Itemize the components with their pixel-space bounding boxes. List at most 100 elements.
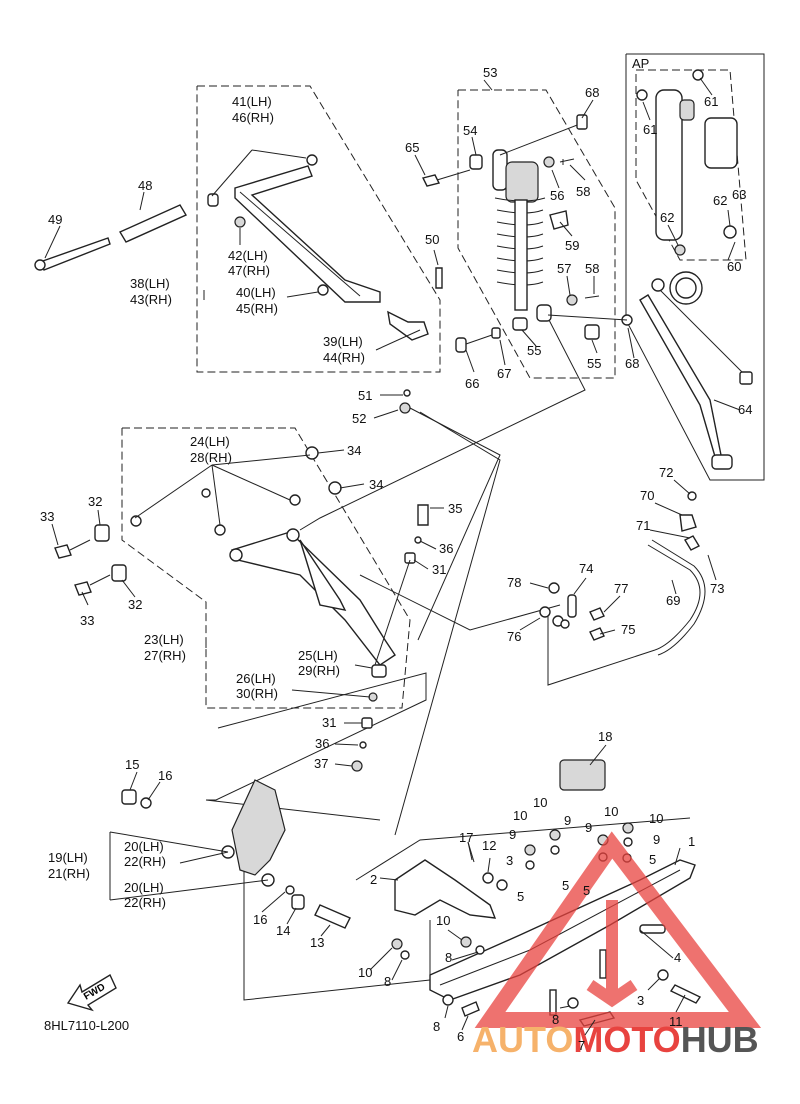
callout-label-55a: 55 [527, 343, 541, 358]
callout-label-7: 7 [578, 1038, 585, 1053]
shock-absorber [492, 114, 588, 322]
callout-label-77: 77 [614, 581, 628, 596]
callout-label-59: 59 [565, 238, 579, 253]
callout-label-45: 45(RH) [236, 301, 278, 316]
callout-label-21: 21(RH) [48, 866, 90, 881]
callout-label-22a: 22(RH) [124, 854, 166, 869]
callout-label-24: 24(LH) [190, 434, 230, 449]
callout-label-5c: 5 [649, 852, 656, 867]
upper-arm-group-box [196, 85, 441, 373]
callout-label-1: 1 [688, 834, 695, 849]
connect-line-4 [359, 574, 561, 631]
callout-label-32a: 32 [88, 494, 102, 509]
callout-label-10d: 10 [649, 811, 663, 826]
callout-label-44: 44(RH) [323, 350, 365, 365]
callout-label-55b: 55 [587, 356, 601, 371]
svg-text:AUTOMOTOHUB: AUTOMOTOHUB [472, 1019, 759, 1060]
diagram-code: 8HL7110-L200 [44, 1018, 129, 1033]
kit-label: AP [632, 56, 649, 71]
callout-label-36a: 36 [439, 541, 453, 556]
callout-label-46: 46(RH) [232, 110, 274, 125]
callout-label-8a: 8 [445, 950, 452, 965]
callout-label-2: 2 [370, 872, 377, 887]
callout-label-4: 4 [674, 950, 681, 965]
callout-label-61b: 61 [643, 122, 657, 137]
ap-shock-kit [636, 69, 753, 470]
callout-label-36b: 36 [315, 736, 329, 751]
callout-label-48: 48 [138, 178, 152, 193]
callout-label-66: 66 [465, 376, 479, 391]
callout-label-10a: 10 [513, 808, 527, 823]
callout-label-19: 19(LH) [48, 850, 88, 865]
callout-label-11: 11 [669, 1014, 683, 1029]
callout-label-5b: 5 [562, 878, 569, 893]
callout-label-9b: 9 [564, 813, 571, 828]
upper-a-arm [34, 154, 443, 414]
callout-label-8c: 8 [433, 1019, 440, 1034]
callout-label-71: 71 [636, 518, 650, 533]
callout-label-25: 25(LH) [298, 648, 338, 663]
callout-label-9d: 9 [653, 832, 660, 847]
watermark-part-3: HUB [681, 1019, 759, 1060]
callout-label-67: 67 [497, 366, 511, 381]
lower-a-arm [54, 446, 429, 772]
ap-inner-box [635, 69, 747, 261]
callout-label-16b: 16 [253, 912, 267, 927]
callout-label-26: 26(LH) [236, 671, 276, 686]
callout-label-38: 38(LH) [130, 276, 170, 291]
watermark-part-2: MOTO [573, 1019, 680, 1060]
callout-label-72: 72 [659, 465, 673, 480]
watermark-logo: AUTOMOTOHUB [472, 831, 762, 1060]
lower-arm-group-box [121, 427, 411, 709]
connect-line-2 [394, 411, 501, 836]
callout-label-63: 63 [732, 187, 746, 202]
callout-label-8d: 8 [552, 1012, 559, 1027]
callout-label-16a: 16 [158, 768, 172, 783]
callout-label-17: 17 [459, 830, 473, 845]
callout-label-15: 15 [125, 757, 139, 772]
callout-label-20b: 20(LH) [124, 880, 164, 895]
connect-line-5 [547, 615, 656, 686]
callout-label-58b: 58 [585, 261, 599, 276]
ski [391, 759, 702, 1027]
watermark-part-1: AUTO [472, 1019, 573, 1060]
callout-label-27: 27(RH) [144, 648, 186, 663]
callout-label-28: 28(RH) [190, 450, 232, 465]
callout-label-34a: 34 [347, 443, 361, 458]
callout-label-13: 13 [310, 935, 324, 950]
callout-label-10c: 10 [604, 804, 618, 819]
callout-label-23: 23(LH) [144, 632, 184, 647]
ski-spindle [121, 779, 351, 929]
connect-line-9 [355, 817, 691, 881]
callout-label-33a: 33 [40, 509, 54, 524]
connect-line-7 [205, 799, 381, 821]
callout-label-62a: 62 [713, 193, 727, 208]
ap-kit-box [625, 53, 765, 481]
callout-label-47: 47(RH) [228, 263, 270, 278]
callout-label-32b: 32 [128, 597, 142, 612]
callout-label-37: 37 [314, 756, 328, 771]
callout-label-74: 74 [579, 561, 593, 576]
callout-label-9c: 9 [585, 820, 592, 835]
connect-line-6 [206, 672, 427, 801]
callout-label-50: 50 [425, 232, 439, 247]
callout-label-20a: 20(LH) [124, 839, 164, 854]
callout-label-3a: 3 [506, 853, 513, 868]
callout-label-54: 54 [463, 123, 477, 138]
callout-label-49: 49 [48, 212, 62, 227]
callout-label-78: 78 [507, 575, 521, 590]
callout-label-10b: 10 [533, 795, 547, 810]
callout-label-68b: 68 [625, 356, 639, 371]
callout-label-35: 35 [448, 501, 462, 516]
callout-label-64: 64 [738, 402, 752, 417]
callout-label-58a: 58 [576, 184, 590, 199]
callout-label-14: 14 [276, 923, 290, 938]
callout-label-22b: 22(RH) [124, 895, 166, 910]
callout-label-73: 73 [710, 581, 724, 596]
callout-label-41: 41(LH) [232, 94, 272, 109]
callout-label-52: 52 [352, 411, 366, 426]
shock-group-box [457, 89, 616, 379]
callout-label-60: 60 [727, 259, 741, 274]
callout-label-65: 65 [405, 140, 419, 155]
